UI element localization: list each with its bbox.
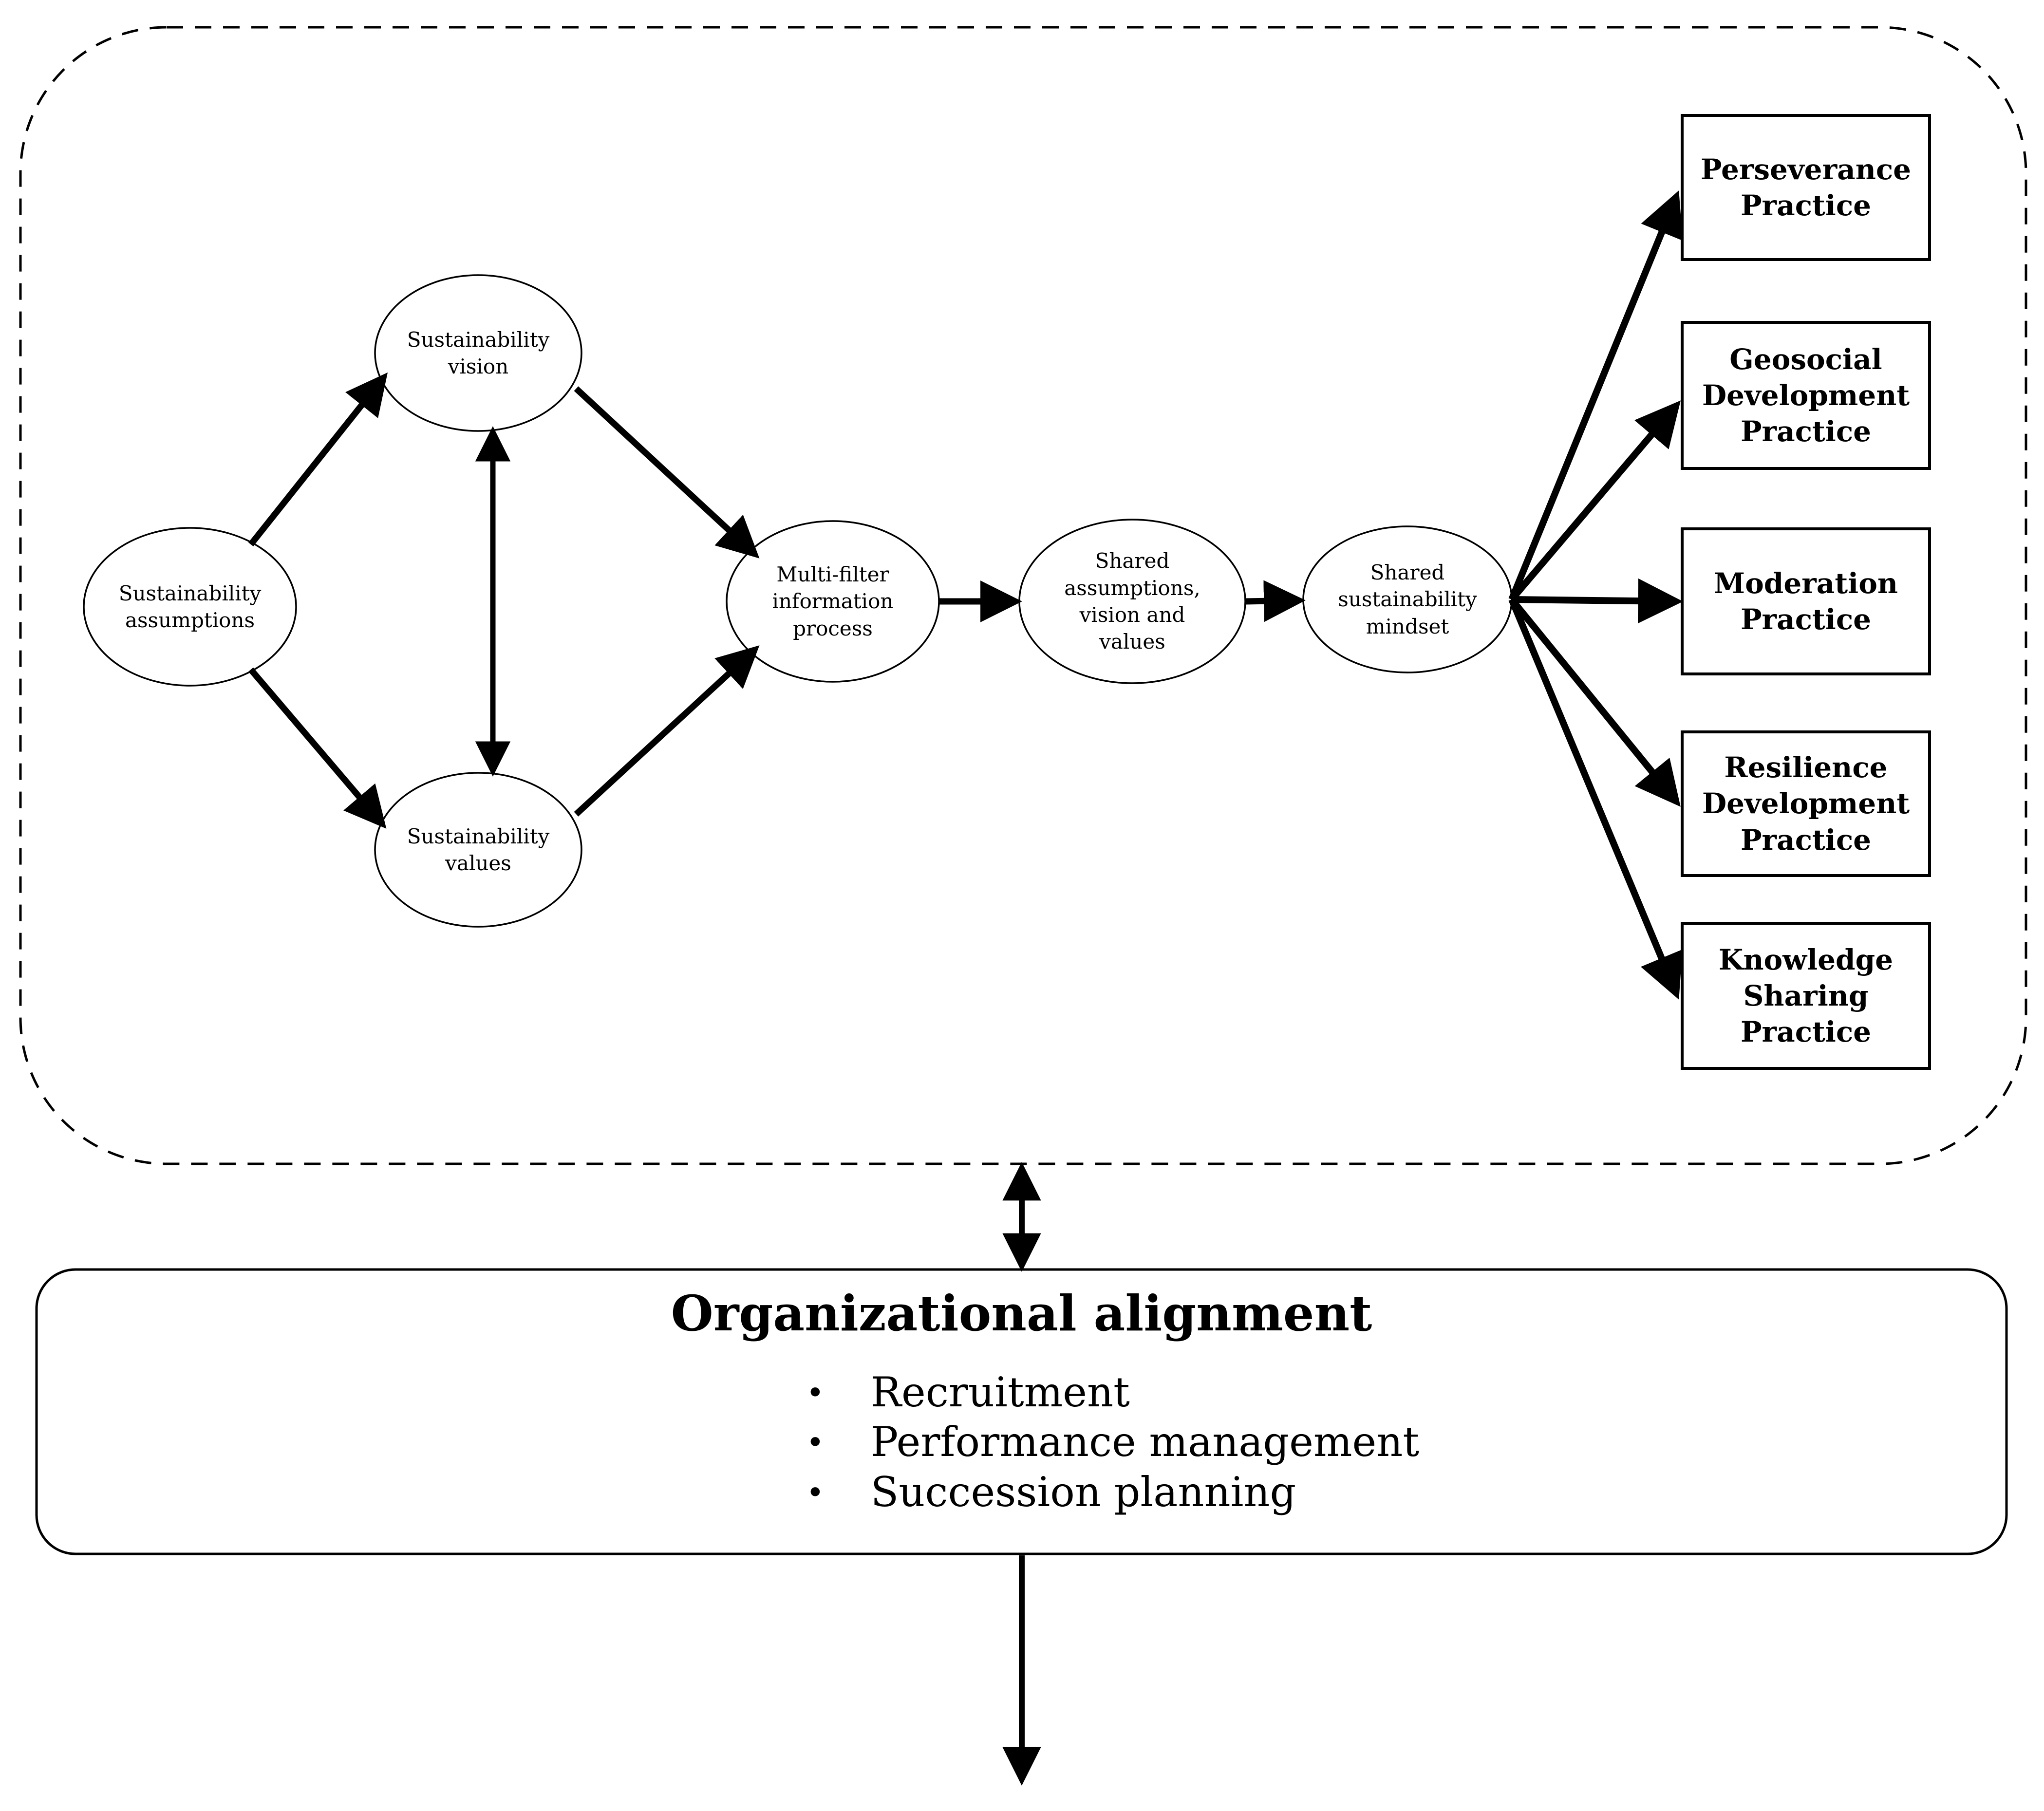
bullet-dot-icon: • xyxy=(806,1375,825,1411)
sustainability-assumptions-ellipse xyxy=(83,527,297,687)
perseverance-practice-box xyxy=(1681,114,1931,261)
bullet-item-succession-planning: • Succession planning xyxy=(806,1467,1683,1517)
moderation-practice-box xyxy=(1681,527,1931,675)
arrow-mindset-to-resilience xyxy=(1509,597,1681,807)
knowledge-sharing-practice-box xyxy=(1681,922,1931,1070)
arrow-assumptions-to-vision xyxy=(248,372,388,547)
arrow-mindset-to-geosocial xyxy=(1509,400,1681,602)
bullet-item-label: Succession planning xyxy=(870,1468,1296,1516)
geosocial-development-practice-label: Geosocial Development Practice xyxy=(1702,342,1910,448)
resilience-development-practice-box xyxy=(1681,730,1931,877)
bullet-item-performance-management: • Performance management xyxy=(806,1417,1683,1467)
resilience-development-practice-label: Resilience Development Practice xyxy=(1702,751,1910,857)
multi-filter-process-label: Multi-filter information process xyxy=(772,562,894,640)
arrow-values-to-multi-filter xyxy=(574,645,760,817)
sustainability-values-label: Sustainability values xyxy=(407,824,550,875)
bullet-dot-icon: • xyxy=(806,1475,825,1511)
arrow-mindset-to-knowledge xyxy=(1508,598,1683,1000)
arrow-mindset-to-perseverance xyxy=(1508,190,1683,601)
bullet-item-label: Performance management xyxy=(870,1418,1420,1466)
knowledge-sharing-practice-label: Knowledge Sharing Practice xyxy=(1718,943,1894,1049)
moderation-practice-label: Moderation Practice xyxy=(1713,566,1898,636)
shared-assumptions-vision-values-label: Shared assumptions, vision and values xyxy=(1064,549,1200,654)
arrow-shared-avv-to-mindset xyxy=(1245,580,1306,622)
sustainability-assumptions-label: Sustainability assumptions xyxy=(118,581,262,632)
arrow-vision-to-multi-filter xyxy=(574,386,760,559)
bullet-dot-icon: • xyxy=(806,1425,825,1461)
organizational-alignment-title: Organizational alignment xyxy=(671,1285,1372,1342)
arrow-mindset-to-moderation xyxy=(1511,578,1683,624)
organizational-alignment-bullet-list: • Recruitment • Performance management •… xyxy=(806,1367,1683,1517)
arrow-assumptions-to-values xyxy=(248,667,387,829)
bullet-item-recruitment: • Recruitment xyxy=(806,1367,1683,1417)
bullet-item-label: Recruitment xyxy=(870,1368,1130,1416)
shared-sustainability-mindset-label: Shared sustainability mindset xyxy=(1338,560,1477,638)
perseverance-practice-label: Perseverance Practice xyxy=(1700,152,1912,222)
geosocial-development-practice-box xyxy=(1681,321,1931,470)
sustainability-vision-label: Sustainability vision xyxy=(407,327,550,378)
